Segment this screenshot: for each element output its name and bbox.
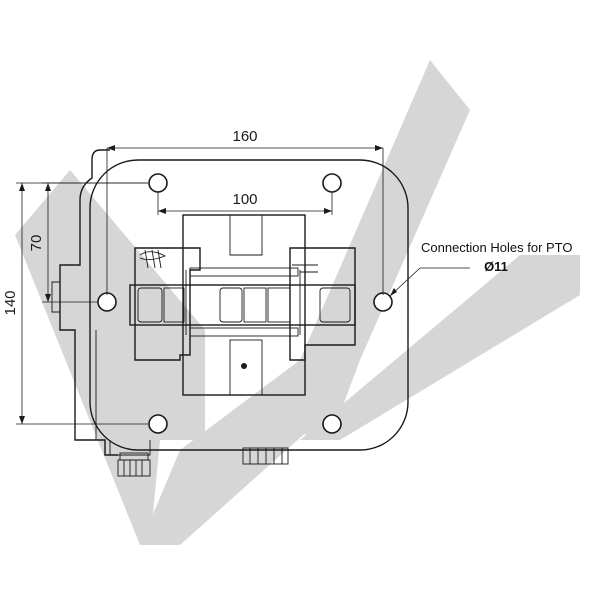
mounting-hole-bottom-left — [148, 414, 168, 434]
dimension-inner-width: 100 — [157, 191, 333, 215]
dimension-overall-height: 140 — [2, 182, 148, 425]
lower-shaft — [229, 339, 263, 396]
connector-fitting — [117, 452, 151, 477]
gear-assembly — [129, 267, 356, 337]
mounting-hole-right — [373, 292, 393, 312]
right-inner-housing — [289, 247, 356, 361]
mounting-holes — [97, 173, 393, 434]
bottom-spline-shaft — [242, 447, 289, 465]
bottom-bracket — [109, 440, 151, 456]
dimension-label-100: 100 — [232, 191, 257, 208]
callout-label: Connection Holes for PTO — [421, 240, 573, 255]
mounting-plate — [89, 159, 409, 451]
callout-diameter: Ø11 — [484, 259, 508, 274]
mounting-hole-bottom-right — [322, 414, 342, 434]
dimension-label-70: 70 — [28, 235, 45, 252]
left-flange — [51, 149, 118, 456]
dimension-label-160: 160 — [232, 128, 257, 145]
left-inner-housing — [134, 247, 201, 361]
mounting-hole-top-left — [148, 173, 168, 193]
mounting-hole-top-right — [322, 173, 342, 193]
callout-leader — [389, 267, 470, 297]
mounting-hole-left — [97, 292, 117, 312]
dimension-overall-width: 160 — [106, 128, 384, 295]
dimension-label-140: 140 — [2, 290, 19, 315]
